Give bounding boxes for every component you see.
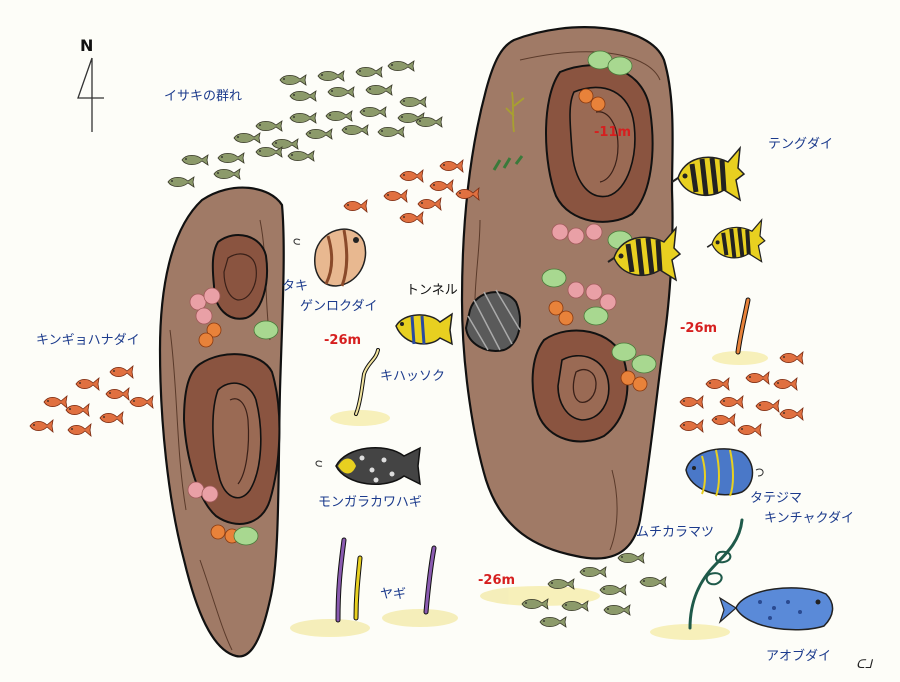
label-tengudai: テングダイ bbox=[768, 137, 834, 152]
tatejima-fish bbox=[685, 448, 764, 497]
depth-bottom: -26m bbox=[478, 573, 516, 588]
sand-patches bbox=[290, 351, 768, 640]
tunnel-icon bbox=[464, 289, 521, 352]
north-arrow-icon bbox=[77, 57, 104, 132]
label-yagi: ヤギ bbox=[380, 587, 407, 602]
label-mongara: モンガラカワハギ bbox=[318, 495, 422, 510]
aobudai-fish bbox=[718, 587, 834, 631]
label-genroku: ゲンロクダイ bbox=[300, 299, 378, 314]
label-aobudai: アオブダイ bbox=[766, 649, 832, 664]
right-rock bbox=[460, 26, 674, 560]
genrokudai-fish bbox=[293, 228, 367, 287]
label-kihassoku: キハッソク bbox=[380, 369, 446, 384]
depth-left: -26m bbox=[324, 333, 362, 348]
left-rock bbox=[158, 186, 285, 658]
label-taki: タキ bbox=[282, 279, 309, 294]
mongara-fish bbox=[315, 446, 421, 486]
anthias-school-left bbox=[29, 365, 154, 437]
isaki-school bbox=[167, 60, 443, 188]
label-muchi: ムチカラマツ bbox=[636, 525, 715, 540]
north-label: N bbox=[80, 36, 94, 55]
kihassoku-fish bbox=[395, 312, 453, 346]
depth-right: -26m bbox=[680, 321, 718, 336]
label-tatejima: タテジマ bbox=[750, 491, 803, 506]
label-kinchaku: キンチャクダイ bbox=[764, 511, 854, 526]
label-tunnel: トンネル bbox=[406, 283, 458, 298]
label-kingyo: キンギョハナダイ bbox=[36, 333, 140, 348]
artist-signature: ᑕᒧ bbox=[856, 657, 874, 671]
corals bbox=[335, 297, 751, 630]
anthias-school-center bbox=[343, 159, 480, 225]
label-isaki: イサキの群れ bbox=[164, 89, 243, 104]
depth-top-rock: -11m bbox=[594, 125, 632, 140]
